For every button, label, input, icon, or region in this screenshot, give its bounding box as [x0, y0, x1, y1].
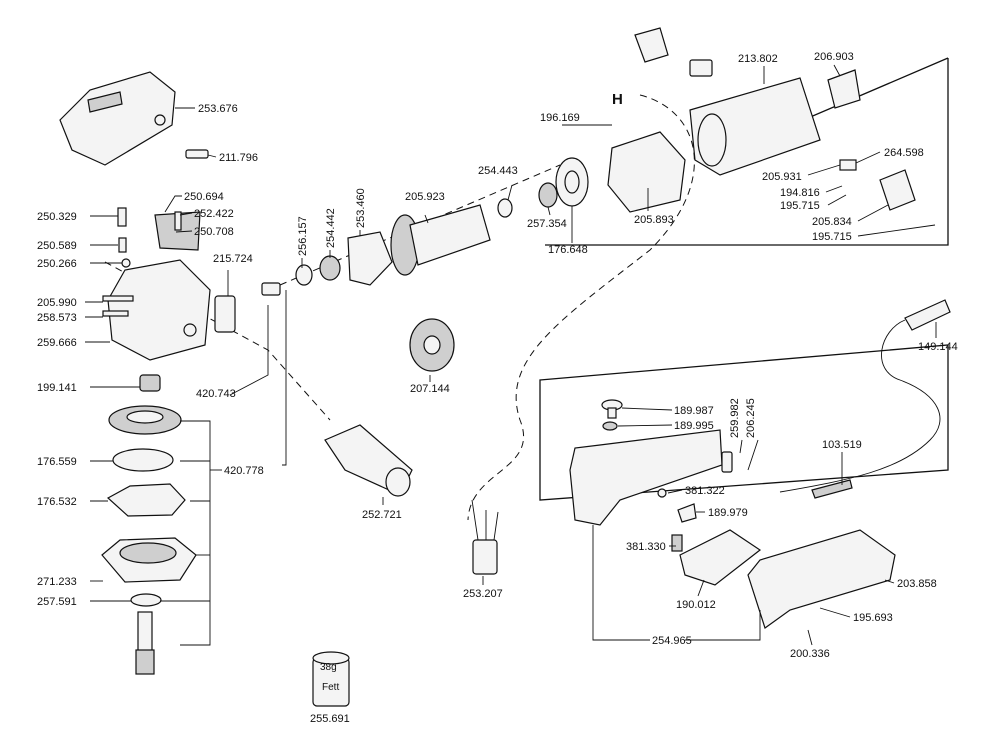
- part-label: 205.931: [762, 171, 802, 183]
- part-label: 256.157: [297, 216, 309, 256]
- bearing-flange-part: [101, 537, 197, 583]
- part-label: 189.987: [674, 405, 714, 417]
- part-label: 259.666: [37, 337, 77, 349]
- seal-ring-176559-part: [112, 448, 174, 472]
- part-label: 195.715: [812, 231, 852, 243]
- part-label: 271.233: [37, 576, 77, 588]
- part-label: 381.322: [685, 485, 725, 497]
- part-label: 176.532: [37, 496, 77, 508]
- shaft-parts: [261, 231, 393, 296]
- part-label: 257.354: [527, 218, 567, 230]
- part-label: 200.336: [790, 648, 830, 660]
- bevel-gear-part: [108, 405, 182, 435]
- handle-half-right-part: [747, 529, 896, 629]
- part-label: 149.144: [918, 341, 958, 353]
- part-label: 211.796: [219, 152, 258, 164]
- part-label: 189.979: [708, 507, 748, 519]
- part-label: 196.169: [540, 112, 580, 124]
- part-label: 205.990: [37, 297, 77, 309]
- baffle-ring-part: [538, 157, 589, 208]
- grease-name-label: Fett: [322, 682, 339, 693]
- part-label: 250.589: [37, 240, 77, 252]
- part-label: 205.893: [634, 214, 674, 226]
- handle-half-left-part: [569, 429, 723, 526]
- part-label: 250.266: [37, 258, 77, 270]
- part-label: 189.995: [674, 420, 714, 432]
- part-label: 195.693: [853, 612, 893, 624]
- part-label: 194.816: [780, 187, 820, 199]
- part-label: 206.245: [745, 398, 757, 438]
- screw-211796-part: [185, 149, 209, 159]
- part-label: 258.573: [37, 312, 77, 324]
- part-label: 205.923: [405, 191, 445, 203]
- gear-cover-part: [59, 71, 176, 166]
- washer-257591-part: [130, 593, 162, 607]
- part-label: 213.802: [738, 53, 778, 65]
- part-label: 190.012: [676, 599, 716, 611]
- gear-housing-part: [107, 211, 211, 361]
- part-label: 250.329: [37, 211, 77, 223]
- part-label: 205.834: [812, 216, 852, 228]
- part-label: 176.559: [37, 456, 77, 468]
- part-label: 259.982: [729, 398, 741, 438]
- part-label: 254.965: [652, 635, 692, 647]
- part-label: 103.519: [822, 439, 862, 451]
- aux-handle-part: [324, 424, 413, 497]
- part-label: 264.598: [884, 147, 924, 159]
- part-label: 199.141: [37, 382, 77, 394]
- capacitor-part: [471, 499, 499, 575]
- part-label: 207.144: [410, 383, 450, 395]
- handle-section-frame: [539, 344, 949, 501]
- part-label: 253.460: [355, 188, 367, 228]
- grease-can-part: [312, 651, 350, 707]
- part-label: 254.443: [478, 165, 518, 177]
- switch-part: [679, 529, 762, 586]
- section-mark-h: H: [612, 91, 623, 108]
- part-label: 254.442: [325, 208, 337, 248]
- gear-207144-part: [409, 318, 455, 372]
- screws-left-part: [102, 207, 182, 317]
- part-label: 203.858: [897, 578, 937, 590]
- part-label: 255.691: [310, 713, 350, 725]
- part-label: 176.648: [548, 244, 588, 256]
- part-label: 420.743: [196, 388, 236, 400]
- part-label: 206.903: [814, 51, 854, 63]
- gasket-176532-part: [106, 483, 186, 517]
- motor-housing-part: [689, 77, 821, 176]
- power-cable-part: [779, 299, 951, 499]
- part-label: 250.694: [184, 191, 224, 203]
- part-label: 252.422: [194, 208, 234, 220]
- part-label: 252.721: [362, 509, 402, 521]
- handle-small-parts: [601, 399, 733, 552]
- brush-parts: [634, 27, 916, 211]
- part-label: 257.591: [37, 596, 77, 608]
- grease-amount-label: 38g: [320, 662, 337, 673]
- part-label: 250.708: [194, 226, 234, 238]
- leader-lines: [85, 64, 937, 646]
- part-label: 420.778: [224, 465, 264, 477]
- switch-block-part: [214, 295, 236, 333]
- part-label: 215.724: [213, 253, 253, 265]
- armature-part: [390, 198, 513, 276]
- spindle-part: [135, 611, 155, 675]
- part-label: 195.715: [780, 200, 820, 212]
- bearing-199141-part: [139, 374, 161, 392]
- part-label: 253.207: [463, 588, 503, 600]
- stator-part: [607, 131, 686, 213]
- part-label: 253.676: [198, 103, 238, 115]
- part-label: 381.330: [626, 541, 666, 553]
